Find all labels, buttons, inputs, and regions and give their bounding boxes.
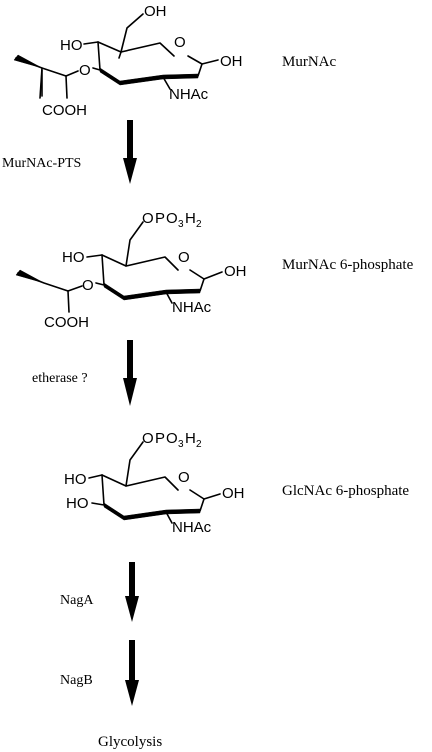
glcnac6p-oh-label: OH — [222, 485, 245, 502]
murnac-oh-label: OH — [220, 53, 243, 70]
murnac6p-nhac-label: NHAc — [172, 299, 212, 316]
enzyme-label-etherase: etherase ? — [32, 371, 88, 386]
murnac6p-cooh-label: COOH — [44, 314, 89, 331]
murnac-6-phosphate-name: MurNAc 6-phosphate — [282, 257, 414, 273]
murnac6p-phosphate-o: O — [142, 210, 154, 227]
murnac6p-phosphate-sub2: 2 — [196, 219, 202, 230]
murnac-top-oh-label: OH — [144, 3, 167, 20]
glcnac6p-phosphate-sub3: 3 — [178, 439, 184, 450]
arrow-step-4 — [125, 640, 139, 706]
murnac-cooh-label: COOH — [42, 102, 87, 119]
murnac-nhac-label: NHAc — [169, 86, 209, 103]
enzyme-label-murnac-pts: MurNAc-PTS — [2, 156, 81, 171]
murnac6p-phosphate-sub3: 3 — [178, 219, 184, 230]
murnac-ho-label: HO — [60, 37, 83, 54]
murnac-ring-o-label: O — [174, 34, 186, 51]
final-product-glycolysis: Glycolysis — [98, 734, 162, 750]
arrow-step-2 — [123, 340, 137, 406]
murnac-6-phosphate-structure — [15, 221, 223, 313]
enzyme-label-naga: NagA — [60, 593, 94, 608]
glcnac6p-phosphate-p: P — [155, 430, 165, 447]
arrow-step-3 — [125, 562, 139, 622]
glcnac-6-phosphate-name: GlcNAc 6-phosphate — [282, 483, 409, 499]
glcnac6p-nhac-label: NHAc — [172, 519, 212, 536]
murnac6p-ether-o-label: O — [82, 277, 94, 294]
murnac-ether-o-label: O — [79, 62, 91, 79]
murnac6p-ring-o-label: O — [178, 249, 190, 266]
murnac6p-phosphate-o3: O — [166, 210, 178, 227]
glcnac6p-ho2-label: HO — [66, 495, 89, 512]
enzyme-label-nagb: NagB — [60, 673, 93, 688]
glcnac6p-phosphate-sub2: 2 — [196, 439, 202, 450]
glcnac6p-ho-label: HO — [64, 471, 87, 488]
murnac-name: MurNAc — [282, 54, 336, 70]
murnac6p-phosphate-h: H — [185, 210, 196, 227]
arrow-step-1 — [123, 120, 137, 184]
murnac-structure — [13, 13, 219, 99]
compound-glcnac-6-phosphate: O P O 3 H 2 HO HO O OH NHAc GlcNAc 6-pho… — [64, 430, 409, 536]
murnac6p-oh-label: OH — [224, 263, 247, 280]
murnac6p-ho-label: HO — [62, 249, 85, 266]
glcnac6p-ring-o-label: O — [178, 469, 190, 486]
glcnac-6-phosphate-structure — [88, 441, 221, 524]
glcnac6p-phosphate-o3: O — [166, 430, 178, 447]
compound-murnac-6-phosphate: O P O 3 H 2 HO O OH O NHAc COOH MurNAc 6… — [15, 210, 414, 331]
glcnac6p-phosphate-h: H — [185, 430, 196, 447]
compound-murnac: OH HO O OH O NHAc COOH MurNAc — [13, 3, 336, 119]
murnac6p-phosphate-p: P — [155, 210, 165, 227]
glcnac6p-phosphate-o: O — [142, 430, 154, 447]
